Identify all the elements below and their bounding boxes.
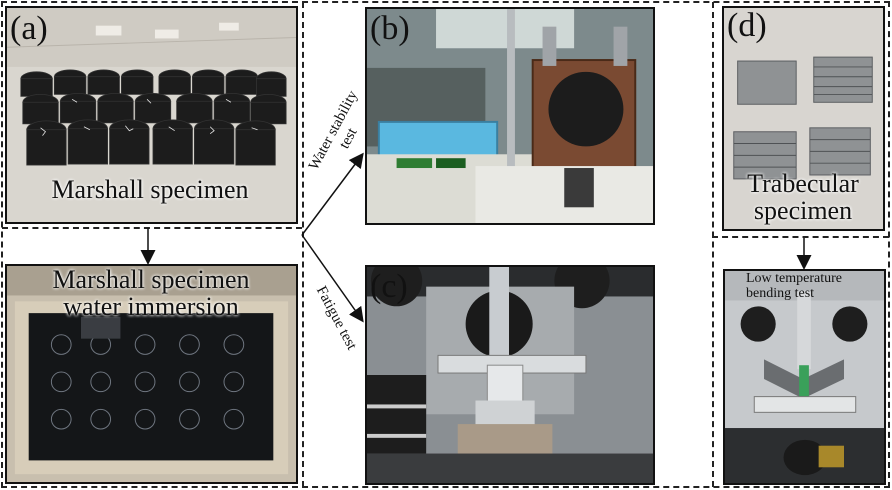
photo-trabecular-specimens bbox=[722, 6, 885, 231]
panel-label-b: (b) bbox=[370, 10, 410, 47]
panel-label-c: (c) bbox=[370, 268, 408, 305]
divider-a-horizontal bbox=[2, 227, 302, 229]
divider-d-horizontal bbox=[712, 236, 889, 238]
caption-trabecular-line1: Trabecular bbox=[747, 169, 859, 198]
photo-water-stability-test bbox=[365, 7, 655, 225]
caption-trabecular-specimen: Trabecular specimen bbox=[724, 170, 882, 225]
panel-label-d: (d) bbox=[727, 7, 767, 44]
photo-water-immersion bbox=[5, 264, 298, 484]
caption-water-immersion-line1: Marshall specimen bbox=[52, 265, 250, 294]
panel-label-a: (a) bbox=[10, 10, 48, 47]
caption-trabecular-line2: specimen bbox=[753, 196, 853, 226]
divider-left bbox=[302, 2, 304, 487]
caption-bending-line2: bending test bbox=[746, 285, 815, 301]
photo-bending-test bbox=[723, 269, 886, 485]
caption-bending-test: Low temperature bending test bbox=[746, 271, 876, 301]
divider-right bbox=[712, 2, 714, 487]
caption-marshall-specimen: Marshall specimen bbox=[51, 175, 249, 204]
caption-water-immersion-line2: water immersion bbox=[63, 292, 239, 322]
caption-bending-line1: Low temperature bbox=[746, 271, 843, 286]
photo-fatigue-test bbox=[365, 265, 655, 485]
photo-marshall-specimens bbox=[5, 6, 298, 224]
caption-water-immersion: Marshall specimen water immersion bbox=[12, 266, 290, 321]
